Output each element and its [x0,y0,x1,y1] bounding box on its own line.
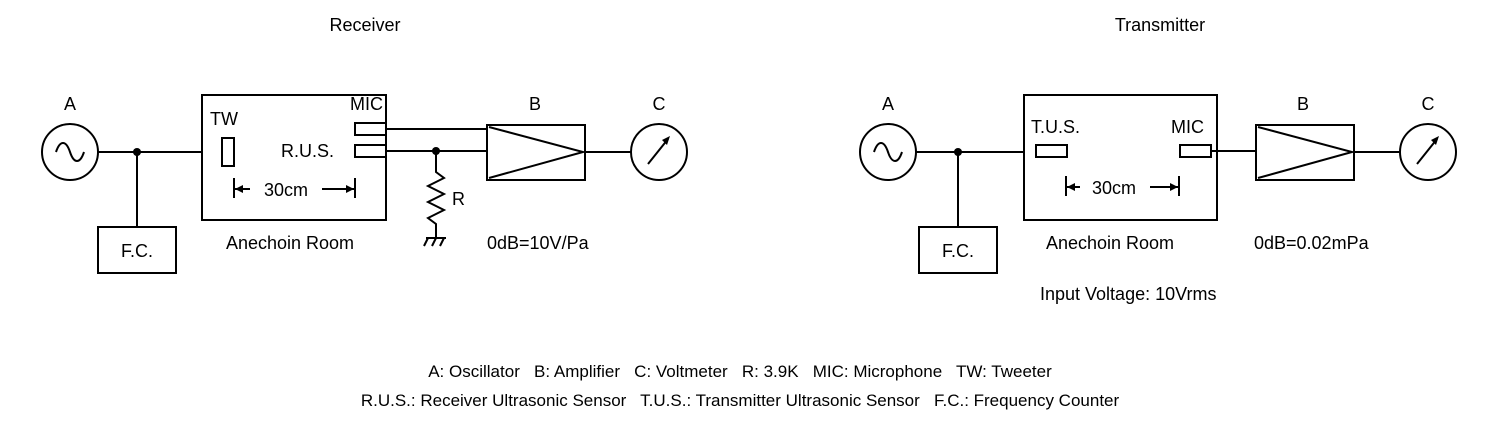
receiver-tweeter-label: TW [210,109,238,129]
transmitter-voltmeter-circle [1399,123,1457,181]
amplifier-triangle-icon [1257,126,1356,179]
transmitter-amplifier: B [1255,94,1356,181]
arrow-right-icon [1170,183,1178,191]
transmitter-oscillator-label: A [882,94,894,114]
receiver-oscillator: A [41,94,99,181]
receiver-frequency-counter: F.C. [97,226,177,274]
receiver-fc-label: F.C. [121,241,153,261]
transmitter-amplifier-label: B [1297,94,1309,114]
receiver-reference-label: 0dB=10V/Pa [487,233,590,253]
receiver-tweeter [221,137,235,167]
legend: A: Oscillator B: Amplifier C: Voltmeter … [361,362,1120,410]
transmitter-setup: Transmitter A F.C. Anechoin Room T.U.S. … [859,15,1457,304]
receiver-amplifier-box [486,124,586,181]
transmitter-frequency-counter: F.C. [918,226,998,274]
receiver-amplifier-label: B [529,94,541,114]
receiver-voltmeter: C [630,94,688,181]
receiver-oscillator-label: A [64,94,76,114]
receiver-resistor-label: R [452,189,465,209]
receiver-mic [354,122,387,136]
receiver-title: Receiver [329,15,400,35]
receiver-setup: Receiver A F.C. Anechoin Room TW MIC R.U… [41,15,688,274]
legend-line-2: R.U.S.: Receiver Ultrasonic Sensor T.U.S… [361,391,1120,410]
arrow-left-icon [235,185,243,193]
receiver-voltmeter-label: C [653,94,666,114]
receiver-rus-label: R.U.S. [281,141,334,161]
amplifier-triangle-icon [488,126,587,179]
receiver-rus [354,144,387,158]
sine-wave-icon [55,142,85,162]
transmitter-amplifier-box [1255,124,1355,181]
arrow-left-icon [1067,183,1075,191]
receiver-mic-label: MIC [350,94,383,114]
transmitter-mic-label: MIC [1171,117,1204,137]
transmitter-title: Transmitter [1115,15,1205,35]
receiver-distance-marker: 30cm [233,178,356,200]
meter-needle-icon [1416,138,1438,165]
transmitter-fc-label: F.C. [942,241,974,261]
transmitter-distance-marker: 30cm [1065,176,1180,198]
resistor-icon [425,151,447,238]
meter-needle-icon [647,138,669,165]
transmitter-input-voltage: Input Voltage: 10Vrms [1040,284,1216,304]
sine-wave-icon [873,142,903,162]
transmitter-tus [1035,144,1068,158]
receiver-fc-box [97,226,177,274]
receiver-voltmeter-circle [630,123,688,181]
receiver-room-label: Anechoin Room [226,233,354,253]
transmitter-voltmeter-label: C [1422,94,1435,114]
transmitter-reference-label: 0dB=0.02mPa [1254,233,1370,253]
legend-line-1: A: Oscillator B: Amplifier C: Voltmeter … [428,362,1052,381]
transmitter-distance-label: 30cm [1092,178,1136,198]
transmitter-mic [1179,144,1212,158]
transmitter-tus-label: T.U.S. [1031,117,1080,137]
transmitter-fc-box [918,226,998,274]
transmitter-oscillator: A [859,94,917,181]
receiver-distance-label: 30cm [264,180,308,200]
transmitter-voltmeter: C [1399,94,1457,181]
receiver-amplifier: B [486,94,587,181]
receiver-resistor: R [423,151,465,247]
transmitter-room-label: Anechoin Room [1046,233,1174,253]
arrow-right-icon [346,185,354,193]
